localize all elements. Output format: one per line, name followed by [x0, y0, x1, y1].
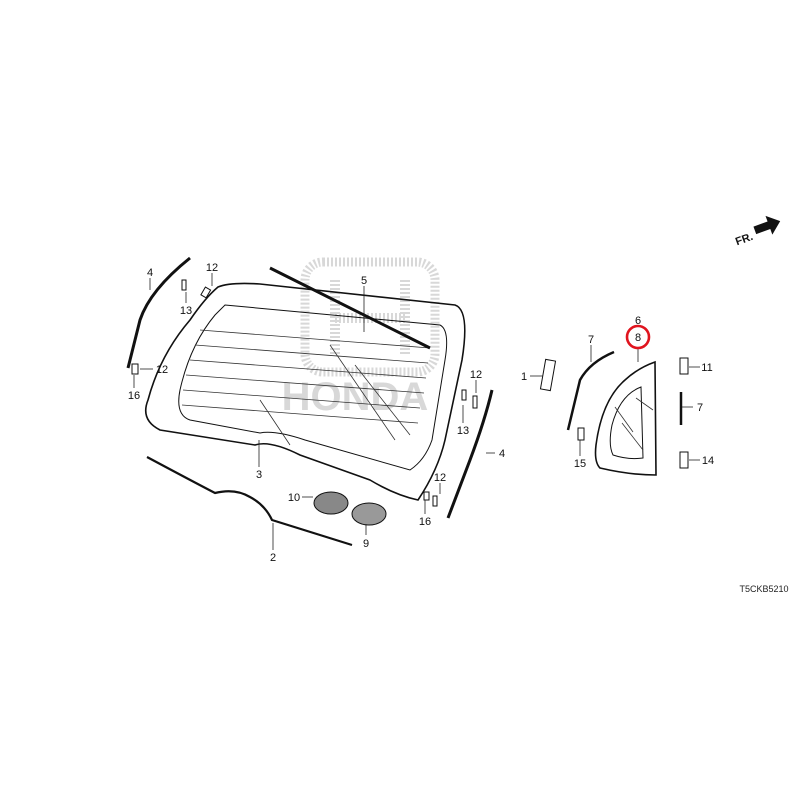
emblem-9[interactable] — [351, 502, 387, 526]
label-10[interactable]: 10 — [288, 492, 300, 504]
label-15[interactable]: 15 — [574, 458, 586, 470]
honda-watermark: HONDA — [282, 257, 440, 419]
label-2[interactable]: 2 — [270, 552, 276, 564]
roof-molding[interactable] — [269, 266, 431, 350]
label-3[interactable]: 3 — [256, 469, 262, 481]
label-6[interactable]: 6 — [635, 315, 641, 327]
label-1[interactable]: 1 — [521, 371, 527, 383]
part-labels: 4 12 13 5 12 16 3 10 9 2 12 13 4 12 16 1… — [128, 262, 714, 564]
label-14[interactable]: 14 — [702, 455, 714, 467]
label-12[interactable]: 12 — [206, 262, 218, 274]
diagram-code: T5CKB5210 — [739, 584, 788, 594]
label-4[interactable]: 4 — [499, 448, 505, 460]
label-12[interactable]: 12 — [470, 369, 482, 381]
arrow-right-icon — [753, 215, 781, 235]
label-5[interactable]: 5 — [361, 275, 367, 287]
svg-text:FR.: FR. — [734, 231, 755, 248]
label-13[interactable]: 13 — [457, 425, 469, 437]
side-molding-left[interactable] — [126, 256, 191, 369]
label-16[interactable]: 16 — [128, 390, 140, 402]
label-12[interactable]: 12 — [156, 364, 168, 376]
label-12[interactable]: 12 — [434, 472, 446, 484]
label-4[interactable]: 4 — [147, 267, 153, 279]
side-molding-right[interactable] — [446, 389, 494, 519]
clips — [131, 279, 689, 507]
front-direction-indicator: FR. — [734, 215, 781, 248]
quarter-glass[interactable] — [594, 360, 657, 476]
label-7[interactable]: 7 — [588, 334, 594, 346]
label-11[interactable]: 11 — [701, 362, 712, 374]
svg-text:HONDA: HONDA — [282, 375, 429, 419]
highlight-circle — [625, 324, 651, 350]
label-9[interactable]: 9 — [363, 538, 369, 550]
label-16[interactable]: 16 — [419, 516, 431, 528]
quarter-molding[interactable] — [566, 350, 615, 431]
emblem-10[interactable] — [313, 491, 349, 515]
rear-windshield-glass[interactable] — [144, 282, 466, 501]
label-13[interactable]: 13 — [180, 305, 192, 317]
label-8[interactable]: 8 — [635, 332, 641, 344]
lower-molding[interactable] — [146, 456, 353, 547]
label-7[interactable]: 7 — [697, 402, 703, 414]
